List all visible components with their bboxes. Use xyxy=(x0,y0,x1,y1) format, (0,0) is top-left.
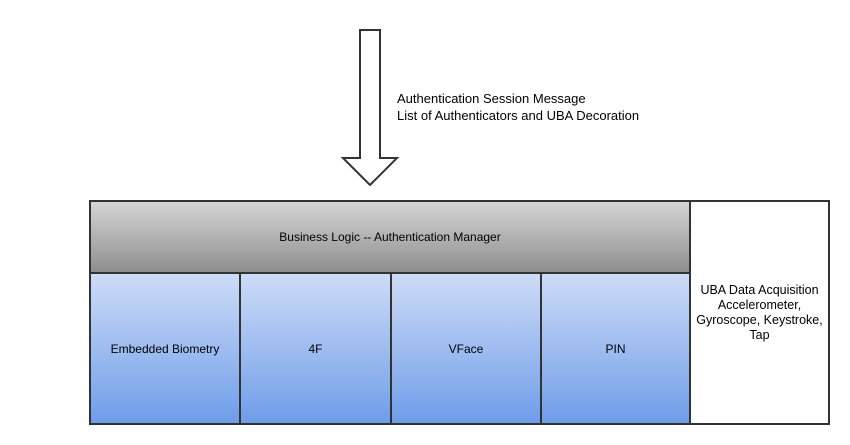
annotation-line-1: Authentication Session Message xyxy=(397,91,586,106)
authenticator-label: 4F xyxy=(308,341,323,356)
uba-data-acquisition-box: UBA Data Acquisition Accelerometer, Gyro… xyxy=(691,202,828,423)
uba-line-4: Tap xyxy=(749,327,770,342)
arrow-annotation: Authentication Session Message List of A… xyxy=(397,90,639,124)
authenticator-box-4f: 4F xyxy=(241,274,392,423)
authenticator-label: VFace xyxy=(448,341,484,356)
annotation-line-2: List of Authenticators and UBA Decoratio… xyxy=(397,108,640,123)
authenticator-label: PIN xyxy=(605,341,626,356)
down-arrow-icon xyxy=(340,29,400,187)
authenticator-label: Embedded Biometry xyxy=(110,341,220,356)
uba-line-1: UBA Data Acquisition xyxy=(700,282,819,297)
uba-line-3: Gyroscope, Keystroke, xyxy=(696,312,823,327)
business-logic-label: Business Logic -- Authentication Manager xyxy=(279,230,501,244)
authenticator-box-embedded-biometry: Embedded Biometry xyxy=(91,274,241,423)
authenticator-box-vface: VFace xyxy=(392,274,542,423)
business-logic-box: Business Logic -- Authentication Manager xyxy=(91,202,691,274)
uba-line-2: Accelerometer, xyxy=(717,297,802,312)
auth-architecture-diagram: Business Logic -- Authentication Manager… xyxy=(89,200,830,425)
authenticator-box-pin: PIN xyxy=(542,274,691,423)
